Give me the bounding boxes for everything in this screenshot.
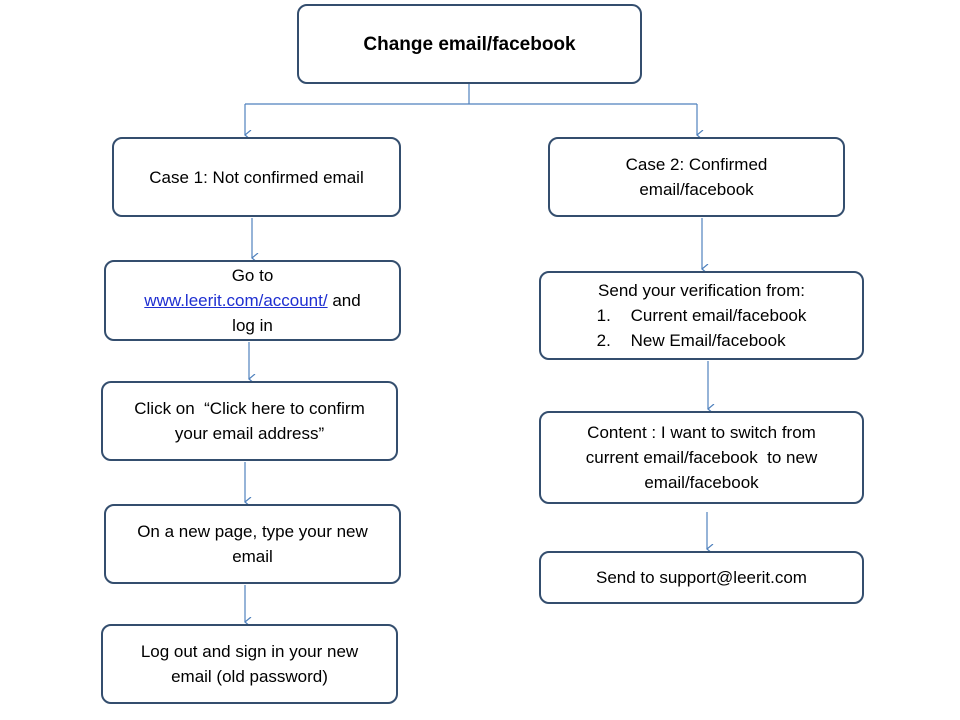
case2-header-line2: email/facebook [639,180,754,199]
list-item-text: New Email/facebook [630,331,786,350]
title-box: Change email/facebook [297,4,642,84]
verification-list: 1. Current email/facebook 2. New Email/fac… [597,303,807,353]
case1-step1-suffix: log in [232,316,273,335]
list-item: 1. Current email/facebook [597,303,807,328]
list-item-number: 2. [596,331,611,350]
case1-step2-box: Click on “Click here to confirm your ema… [101,381,398,461]
case2-step2-line2: current email/facebook to new [585,448,818,467]
case1-step4-line2: email (old password) [171,667,328,686]
case1-step4-line1: Log out and sign in your new [140,642,359,661]
case1-step1-prefix: Go to [231,266,274,285]
case1-header-box: Case 1: Not confirmed email [112,137,401,217]
list-item: 2. New Email/facebook [597,328,807,353]
case2-step1-box: Send your verification from: 1. Current e… [539,271,864,360]
case1-step3-line1: On a new page, type your new [137,522,368,541]
case1-step1-line2: www.leerit.com/account/ and [144,288,360,313]
case2-header-box: Case 2: Confirmed email/facebook [548,137,845,217]
case2-step3-box: Send to support@leerit.com [539,551,864,604]
case1-step1-box: Go to www.leerit.com/account/ and log in [104,260,401,341]
case2-step3-text: Send to support@leerit.com [596,568,807,587]
case1-header-text: Case 1: Not confirmed email [149,167,364,187]
list-item-number: 1. [596,306,611,325]
case1-step1-mid: and [327,291,361,310]
case2-step2-line3: email/facebook [644,473,759,492]
title-text: Change email/facebook [363,33,576,55]
case1-step3-box: On a new page, type your new email [104,504,401,584]
case1-step2-line2: your email address” [174,424,325,443]
case2-step2-line1: Content : I want to switch from [587,423,816,442]
case1-step2-line1: Click on “Click here to confirm [134,399,365,418]
case1-step4-box: Log out and sign in your new email (old … [101,624,398,704]
account-link[interactable]: www.leerit.com/account/ [144,291,328,310]
case1-step3-line2: email [232,547,273,566]
case2-step1-lead: Send your verification from: [598,281,805,300]
case2-header-line1: Case 2: Confirmed [625,155,768,174]
case2-step2-box: Content : I want to switch from current … [539,411,864,504]
list-item-text: Current email/facebook [630,306,807,325]
